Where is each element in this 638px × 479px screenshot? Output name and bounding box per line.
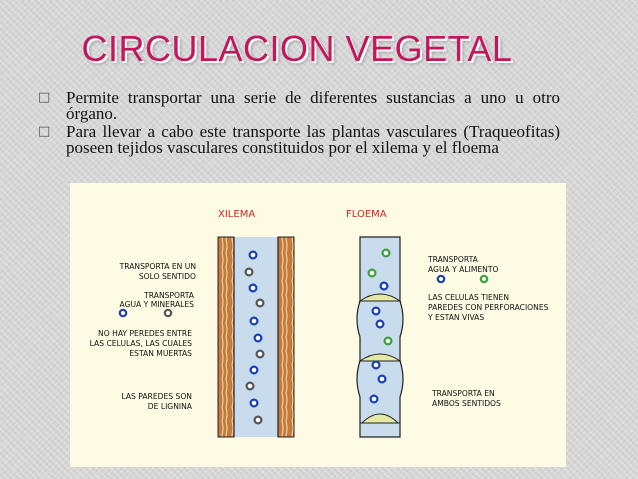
floema-heading: FLOEMA <box>346 209 387 220</box>
floema-label-water-food: TRANSPORTA AGUA Y ALIMENTO <box>427 255 498 284</box>
svg-text:LAS PAREDES SON: LAS PAREDES SON <box>121 392 192 401</box>
bullet-item: □ Para llevar a cabo este transporte las… <box>38 122 560 157</box>
water-dot-legend <box>118 308 128 318</box>
svg-text:AGUA Y ALIMENTO: AGUA Y ALIMENTO <box>428 265 498 274</box>
bullet-text: Permite transportar una serie de diferen… <box>66 88 560 123</box>
svg-text:SOLO SENTIDO: SOLO SENTIDO <box>139 272 196 281</box>
svg-text:ESTAN MUERTAS: ESTAN MUERTAS <box>129 349 192 358</box>
vascular-tissue-diagram: XILEMA FLOEMA <box>70 183 566 467</box>
bullet-text: Para llevar a cabo este transporte las p… <box>66 122 560 157</box>
svg-text:NO HAY PEREDES ENTRE: NO HAY PEREDES ENTRE <box>98 329 192 338</box>
square-bullet-icon: □ <box>38 124 51 139</box>
floema-label-living-cells: LAS CELULAS TIENEN PAREDES CON PERFORACI… <box>427 293 549 322</box>
svg-text:AMBOS SENTIDOS: AMBOS SENTIDOS <box>432 399 501 408</box>
xilema-label-dead-cells: NO HAY PEREDES ENTRE LAS CELULAS, LAS CU… <box>90 329 193 358</box>
floema-tube <box>356 236 404 438</box>
bullet-list: □ Permite transportar una serie de difer… <box>38 88 560 158</box>
xilema-vessel <box>217 236 295 438</box>
svg-text:TRANSPORTA EN: TRANSPORTA EN <box>431 389 495 398</box>
xilema-label-one-direction: TRANSPORTA EN UN SOLO SENTIDO <box>119 262 196 281</box>
food-dot-legend <box>479 274 489 284</box>
svg-text:TRANSPORTA: TRANSPORTA <box>143 291 195 300</box>
xilema-label-water-minerals: TRANSPORTA AGUA Y MINERALES <box>118 291 195 318</box>
floema-label-both-directions: TRANSPORTA EN AMBOS SENTIDOS <box>431 389 501 408</box>
bullet-item: □ Permite transportar una serie de difer… <box>38 88 560 123</box>
water-dot-legend <box>436 274 446 284</box>
svg-text:TRANSPORTA: TRANSPORTA <box>427 255 479 264</box>
slide-title: CIRCULACION VEGETAL <box>81 28 513 69</box>
xilema-label-lignin-walls: LAS PAREDES SON DE LIGNINA <box>121 392 192 411</box>
xilema-heading: XILEMA <box>218 209 255 220</box>
svg-text:AGUA Y MINERALES: AGUA Y MINERALES <box>120 300 195 309</box>
svg-text:DE LIGNINA: DE LIGNINA <box>148 402 193 411</box>
svg-text:TRANSPORTA EN UN: TRANSPORTA EN UN <box>119 262 196 271</box>
svg-text:LAS CELULAS TIENEN: LAS CELULAS TIENEN <box>428 293 509 302</box>
mineral-dot-legend <box>163 308 173 318</box>
svg-text:LAS CELULAS, LAS CUALES: LAS CELULAS, LAS CUALES <box>90 339 193 348</box>
square-bullet-icon: □ <box>38 90 51 105</box>
svg-text:Y ESTAN VIVAS: Y ESTAN VIVAS <box>427 313 484 322</box>
svg-text:PAREDES CON PERFORACIONES: PAREDES CON PERFORACIONES <box>428 303 549 312</box>
